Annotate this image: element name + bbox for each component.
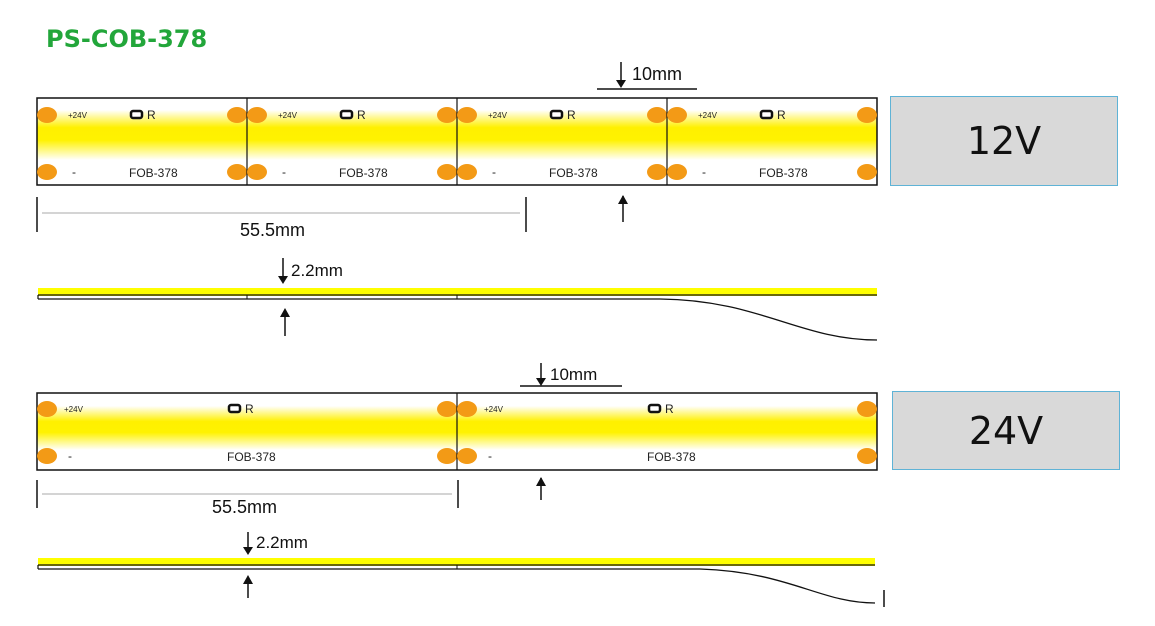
solder-pad [437, 164, 457, 180]
solder-pad [227, 107, 247, 123]
plus-terminal-label: +24V [68, 111, 88, 120]
model-label: FOB-378 [759, 166, 808, 180]
minus-terminal-label: - [282, 165, 286, 179]
solder-pad [37, 164, 57, 180]
solder-pad [437, 448, 457, 464]
solder-pad [857, 107, 877, 123]
solder-pad [857, 448, 877, 464]
thickness-label-12v: 2.2mm [291, 261, 343, 280]
plus-terminal-label: +24V [488, 111, 508, 120]
solder-pad [857, 164, 877, 180]
minus-terminal-label: - [68, 449, 72, 463]
resistor-icon [339, 109, 354, 120]
model-label: FOB-378 [227, 450, 276, 464]
solder-pad [37, 107, 57, 123]
solder-pad [667, 107, 687, 123]
model-label: FOB-378 [647, 450, 696, 464]
solder-pad [227, 164, 247, 180]
resistor-label: R [245, 402, 254, 416]
resistor-icon [647, 403, 662, 414]
strip_12v-segment: +24V - R FOB-378 [37, 107, 247, 180]
width-label-24v: 10mm [550, 365, 597, 384]
cut-length-dimension-12v: 55.5mm [36, 197, 527, 240]
solder-pad [457, 107, 477, 123]
solder-pad [247, 107, 267, 123]
resistor-icon [759, 109, 774, 120]
solder-pad [647, 164, 667, 180]
solder-pad [247, 164, 267, 180]
model-label: FOB-378 [129, 166, 178, 180]
width-dimension-12v: 10mm [597, 62, 697, 222]
minus-terminal-label: - [492, 165, 496, 179]
plus-terminal-label: +24V [64, 405, 84, 414]
solder-pad [37, 448, 57, 464]
resistor-label: R [147, 108, 156, 122]
strip-12v-side-profile: 2.2mm [37, 258, 878, 341]
cut-length-label-12v: 55.5mm [240, 220, 305, 240]
resistor-icon [549, 109, 564, 120]
solder-pad [437, 107, 457, 123]
plus-terminal-label: +24V [484, 405, 504, 414]
page-title: PS-COB-378 [46, 25, 208, 53]
plus-terminal-label: +24V [278, 111, 298, 120]
width-label-12v: 10mm [632, 64, 682, 84]
strip-24v-top-view: +24V - R FOB-378 +24V - R FOB-378 [36, 392, 878, 471]
voltage-badge-12v: 12V [890, 96, 1118, 186]
minus-terminal-label: - [72, 165, 76, 179]
strip_12v-segment: +24V - R FOB-378 [456, 98, 667, 185]
model-label: FOB-378 [339, 166, 388, 180]
thickness-label-24v: 2.2mm [256, 533, 308, 552]
resistor-label: R [567, 108, 576, 122]
solder-pad [437, 401, 457, 417]
minus-terminal-label: - [488, 449, 492, 463]
strip_24v-segment: +24V - R FOB-378 [37, 401, 457, 464]
cut-length-dimension-24v: 55.5mm [36, 480, 459, 517]
solder-pad [647, 107, 667, 123]
solder-pad [37, 401, 57, 417]
strip_24v-segment: +24V - R FOB-378 [456, 393, 877, 470]
resistor-label: R [777, 108, 786, 122]
voltage-badge-24v: 24V [892, 391, 1120, 470]
solder-pad [457, 164, 477, 180]
width-dimension-24v: 10mm [520, 363, 622, 500]
minus-terminal-label: - [702, 165, 706, 179]
resistor-label: R [665, 402, 674, 416]
resistor-icon [227, 403, 242, 414]
solder-pad [667, 164, 687, 180]
solder-pad [457, 401, 477, 417]
solder-pad [457, 448, 477, 464]
cut-length-label-24v: 55.5mm [212, 497, 277, 517]
strip_12v-segment: +24V - R FOB-378 [666, 98, 877, 185]
plus-terminal-label: +24V [698, 111, 718, 120]
strip_12v-segment: +24V - R FOB-378 [246, 98, 457, 185]
strip-24v-side-profile: 2.2mm [37, 532, 885, 607]
strip-12v-top-view: +24V-RFOB-378+24V-RFOB-378+24V-RFOB-378+… [36, 97, 878, 186]
solder-pad [857, 401, 877, 417]
resistor-label: R [357, 108, 366, 122]
resistor-icon [129, 109, 144, 120]
model-label: FOB-378 [549, 166, 598, 180]
